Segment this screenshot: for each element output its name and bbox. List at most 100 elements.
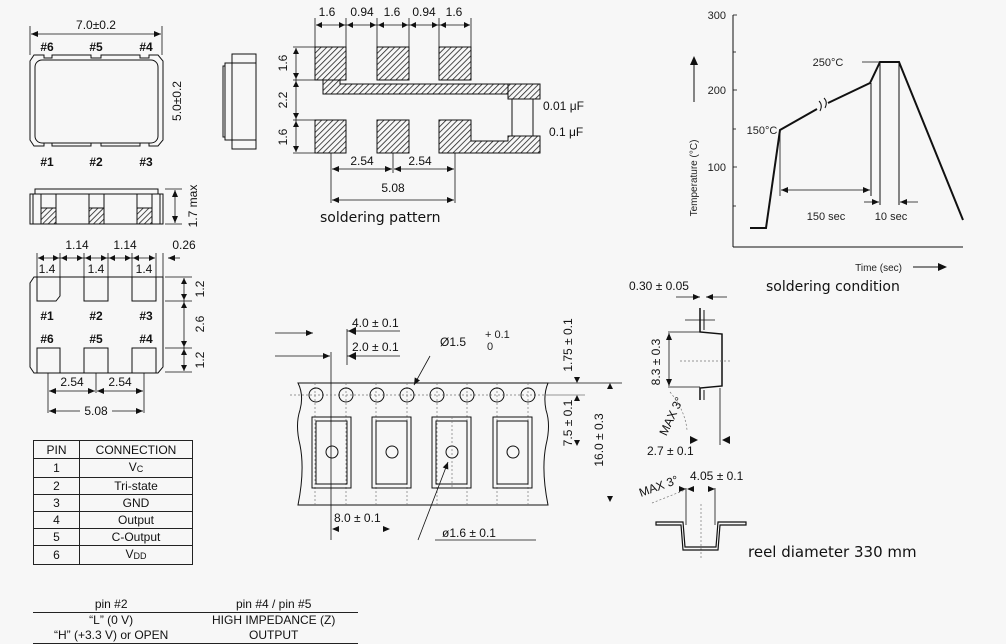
pocket-depth-label: 2.7 ± 0.1 — [647, 444, 694, 458]
pin-label: #4 — [139, 332, 153, 346]
pin-connection: VC — [79, 458, 193, 478]
sprocket-hole — [520, 387, 536, 403]
y-axis-label: Temperature (°C) — [689, 140, 700, 217]
output-state: HIGH IMPEDANCE (Z) — [212, 613, 336, 627]
sprocket-hole — [429, 387, 445, 403]
pin-connection: C-Output — [79, 528, 193, 546]
tape-cross-section: MAX 3° 4.05 ± 0.1 reel diameter 330 mm — [637, 469, 917, 561]
pad-width-label: 1.4 — [39, 262, 56, 276]
header-pin2: pin #2 — [33, 597, 190, 613]
preheat-time-label: 150 sec — [807, 211, 846, 223]
total-pitch-label: 5.08 — [84, 404, 108, 418]
capacitor-label: 0.01 μF — [543, 99, 584, 113]
axis-break-icon — [818, 97, 827, 112]
peak-time-label: 10 sec — [875, 211, 908, 223]
tape-pocket — [371, 416, 412, 489]
profile-peak — [827, 61, 964, 221]
pad-dim-label: 1.6 — [319, 5, 336, 19]
edge-gap-label: 0.26 — [172, 238, 196, 252]
tape-pocket — [431, 416, 472, 489]
sprocket-hole — [338, 387, 354, 403]
reel-diameter-label: reel diameter 330 mm — [748, 543, 917, 561]
side-angle-label: MAX 3° — [656, 395, 686, 438]
total-pitch-label: 5.08 — [381, 181, 405, 195]
pad-spacing-label: 2.6 — [193, 315, 207, 332]
table-row: 2 Tri-state — [33, 477, 193, 495]
edge-distance-label: 1.75 ± 0.1 — [561, 318, 575, 372]
pin-connection: VDD — [79, 545, 193, 565]
pin-number: 4 — [33, 511, 80, 529]
pad-width-label: 1.4 — [88, 262, 105, 276]
pin-label: #5 — [89, 332, 103, 346]
peak-temp-label: 250°C — [813, 57, 844, 69]
package-outline — [29, 54, 164, 147]
pin-connection: Output — [79, 511, 193, 529]
pin2-state: “H” (+3.3 V) or OPEN — [33, 628, 190, 644]
pad-dim-label: 0.94 — [350, 5, 374, 19]
header-connection: CONNECTION — [79, 440, 193, 459]
pad-height-label: 1.2 — [193, 351, 207, 368]
sprocket-hole — [308, 387, 324, 403]
pad-dim-label: 1.6 — [276, 128, 290, 145]
sprocket-pitch-label: 4.0 ± 0.1 — [352, 316, 399, 330]
pin-number: 3 — [33, 494, 80, 512]
sprocket-hole — [369, 387, 385, 403]
header-pin4-pin5: pin #4 / pin #5 — [189, 597, 358, 613]
tape-pocket — [492, 416, 533, 489]
pad-height-label: 1.2 — [193, 280, 207, 297]
x-axis-label: Time (sec) — [855, 263, 902, 274]
soldering-condition-caption: soldering condition — [766, 279, 900, 295]
tape-thickness-label: 0.30 ± 0.05 — [629, 279, 689, 293]
preheat-temp-label: 150°C — [747, 125, 778, 137]
tape-outline — [297, 382, 549, 506]
soldering-pattern: 1.6 0.94 1.6 0.94 1.6 0.01 μF 0.1 μF 1.6… — [276, 5, 584, 226]
pitch-label: 2.54 — [108, 375, 132, 389]
profile-preheat — [750, 108, 818, 229]
package-top-view: 7.0±0.2 #6 #5 #4 #1 #2 #3 5.0±0.2 — [29, 18, 184, 169]
tape-side-profile: 0.30 ± 0.05 8.3 ± 0.3 MAX 3° 2.7 ± 0.1 — [629, 279, 730, 458]
pin-label: #6 — [40, 332, 54, 346]
table-row: “L” (0 V) HIGH IMPEDANCE (Z) — [33, 613, 358, 629]
pad-dim-label: 1.6 — [446, 5, 463, 19]
tristate-truth-table: pin #2 pin #4 / pin #5 “L” (0 V) HIGH IM… — [33, 597, 358, 644]
output-state: OUTPUT — [189, 628, 358, 644]
header-pin: PIN — [33, 440, 80, 459]
pin-label: #1 — [40, 155, 54, 169]
table-row: “H” (+3.3 V) or OPEN OUTPUT — [33, 628, 358, 644]
section-angle-label: MAX 3° — [637, 473, 680, 500]
package-bottom-view: 1.14 1.14 0.26 1.4 1.4 1.4 #1 #2 #3 #6 #… — [29, 238, 207, 418]
arrow-up-icon — [690, 56, 698, 65]
soldering-condition-chart: 300 200 100 Temperature (°C) Time (sec) … — [689, 10, 964, 295]
package-side-view: 1.7 max — [29, 185, 200, 228]
table-row: 4 Output — [33, 511, 193, 529]
y-tick-label: 100 — [708, 162, 726, 174]
soldering-pattern-caption: soldering pattern — [320, 210, 441, 226]
pin2-state: “L” (0 V) — [89, 613, 134, 627]
package-thickness-label: 1.7 max — [186, 185, 200, 228]
sprocket-diameter-label: Ø1.5 — [440, 335, 466, 349]
pin-label: #5 — [89, 40, 103, 54]
pitch-label: 2.54 — [350, 154, 374, 168]
pocket-offset-label: 2.0 ± 0.1 — [352, 340, 399, 354]
sprocket-tolerance-minus: 0 — [487, 341, 493, 353]
pad-dim-label: 1.6 — [276, 54, 290, 71]
pitch-label: 2.54 — [408, 154, 432, 168]
pin-label: #4 — [139, 40, 153, 54]
package-lid — [34, 59, 159, 144]
pad-width-label: 1.4 — [136, 262, 153, 276]
pin-number: 2 — [33, 477, 80, 495]
pin-label: #2 — [89, 309, 103, 323]
pin-label: #3 — [139, 309, 153, 323]
pad-dim-label: 0.94 — [412, 5, 436, 19]
sprocket-hole — [459, 387, 475, 403]
pad-gap-label: 1.14 — [113, 238, 137, 252]
package-end-view — [222, 53, 257, 150]
sprocket-tolerance-plus: + 0.1 — [485, 329, 510, 341]
pin-connection: GND — [79, 494, 193, 512]
pin-connection: Tri-state — [79, 477, 193, 495]
capacitor-label: 0.1 μF — [549, 125, 583, 139]
carrier-tape: 4.0 ± 0.1 2.0 ± 0.1 Ø1.5 + 0.1 0 — [275, 316, 622, 541]
tape-pocket — [311, 416, 352, 489]
pin-number: 5 — [33, 528, 80, 546]
table-row: 1 VC — [33, 458, 193, 478]
